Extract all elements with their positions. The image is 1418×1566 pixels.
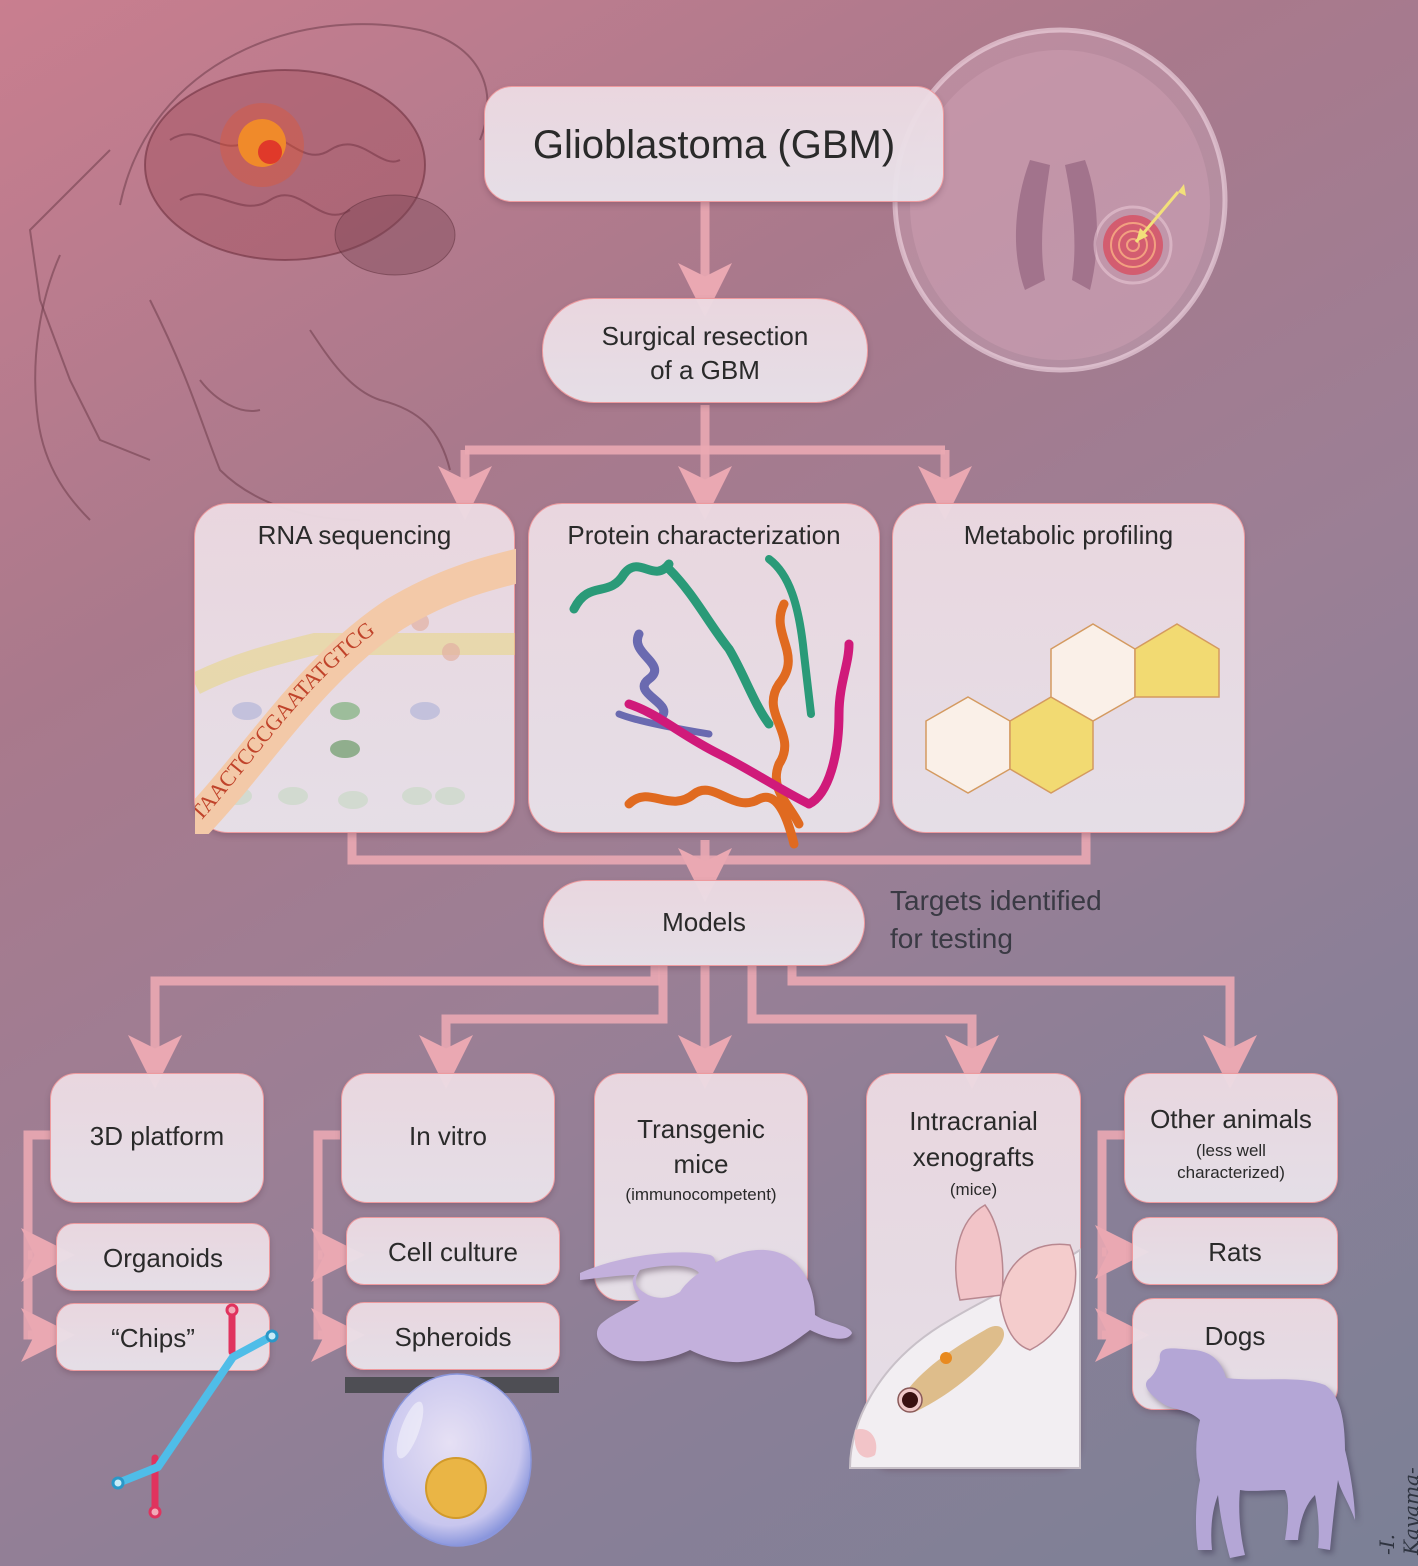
rats-label: Rats bbox=[1208, 1237, 1262, 1267]
transgenic-sublabel: (immunocompetent) bbox=[625, 1185, 777, 1204]
arrow-to-other-animals bbox=[787, 965, 1257, 1089]
rats-box: Rats bbox=[1132, 1217, 1338, 1285]
surgery-box: Surgical resection of a GBM bbox=[542, 298, 868, 403]
protein-illustration bbox=[569, 555, 854, 849]
other-animals-sublabel-line1: (less well bbox=[1196, 1141, 1266, 1160]
xenografts-label-line1: Intracranial bbox=[909, 1106, 1038, 1136]
chips-box: “Chips” bbox=[56, 1303, 270, 1371]
xenografts-sublabel: (mice) bbox=[949, 1180, 998, 1199]
title-text: Glioblastoma (GBM) bbox=[532, 123, 896, 167]
organoids-label: Organoids bbox=[103, 1243, 223, 1273]
rna-sequencing-box: RNA sequencing TAACTCCCGAATATGTCG bbox=[194, 503, 516, 834]
spheroid-icon bbox=[425, 1457, 487, 1519]
arrow-3d-children bbox=[23, 1130, 50, 1340]
hexagon-molecule-illustration bbox=[925, 623, 1220, 794]
plate-bar bbox=[345, 1377, 559, 1393]
tumor-icon bbox=[238, 119, 286, 167]
arrow-to-xenografts bbox=[747, 965, 999, 1089]
dogs-label: Dogs bbox=[1204, 1321, 1266, 1351]
arrow-icon bbox=[1134, 184, 1186, 243]
title-box: Glioblastoma (GBM) bbox=[484, 86, 944, 202]
cell-culture-box: Cell culture bbox=[346, 1217, 560, 1285]
hexagon-1 bbox=[925, 696, 1011, 794]
chips-label: “Chips” bbox=[111, 1323, 195, 1353]
protein-characterization-box: Protein characterization bbox=[528, 503, 880, 849]
mri-scan-illustration bbox=[892, 27, 1228, 373]
models-box: Models bbox=[543, 880, 865, 966]
other-animals-box: Other animals (less well characterized) bbox=[1124, 1073, 1338, 1203]
intracranial-xenografts-box: Intracranial xenografts (mice) bbox=[866, 1073, 1081, 1468]
target-icon bbox=[1093, 205, 1173, 285]
artist-signature: -I. Kayama- bbox=[1375, 1467, 1418, 1555]
surgery-text-line1: Surgical resection bbox=[601, 321, 809, 351]
protein-characterization-label: Protein characterization bbox=[567, 520, 841, 550]
dogs-box: Dogs bbox=[1132, 1298, 1338, 1410]
rna-illustration: TAACTCCCGAATATGTCG bbox=[195, 548, 516, 834]
organoids-box: Organoids bbox=[56, 1223, 270, 1291]
other-animals-label: Other animals bbox=[1150, 1104, 1312, 1134]
arrow-invitro-children bbox=[313, 1130, 340, 1340]
cell-culture-label: Cell culture bbox=[387, 1237, 519, 1267]
other-animals-sublabel-line2: characterized) bbox=[1177, 1163, 1285, 1182]
rna-sequencing-label: RNA sequencing bbox=[257, 520, 452, 550]
metabolic-profiling-label: Metabolic profiling bbox=[963, 520, 1174, 550]
3d-platform-box: 3D platform bbox=[50, 1073, 264, 1203]
transgenic-label-line2: mice bbox=[673, 1149, 729, 1179]
3d-platform-label: 3D platform bbox=[89, 1121, 225, 1151]
arrow-to-in-vitro bbox=[419, 965, 668, 1089]
pentagon-4 bbox=[1134, 623, 1220, 698]
spheroids-label: Spheroids bbox=[394, 1322, 512, 1352]
transgenic-label-line1: Transgenic bbox=[637, 1114, 765, 1144]
brain-illustration bbox=[144, 69, 456, 276]
arrow-to-3d-platform bbox=[128, 965, 660, 1089]
arrow-other-children bbox=[1097, 1130, 1124, 1340]
spheroids-box: Spheroids bbox=[346, 1302, 560, 1370]
xenografts-label-line2: xenografts bbox=[912, 1142, 1035, 1172]
targets-note-line1: Targets identified bbox=[890, 885, 1102, 916]
in-vitro-label: In vitro bbox=[408, 1121, 488, 1151]
head-sketch-illustration bbox=[28, 23, 489, 521]
transgenic-mice-box: Transgenic mice (immunocompetent) bbox=[594, 1073, 808, 1301]
surgery-text-line2: of a GBM bbox=[650, 355, 760, 385]
in-vitro-box: In vitro bbox=[341, 1073, 555, 1203]
targets-note-line2: for testing bbox=[890, 923, 1013, 954]
metabolic-profiling-box: Metabolic profiling bbox=[892, 503, 1245, 833]
models-label: Models bbox=[662, 907, 746, 937]
